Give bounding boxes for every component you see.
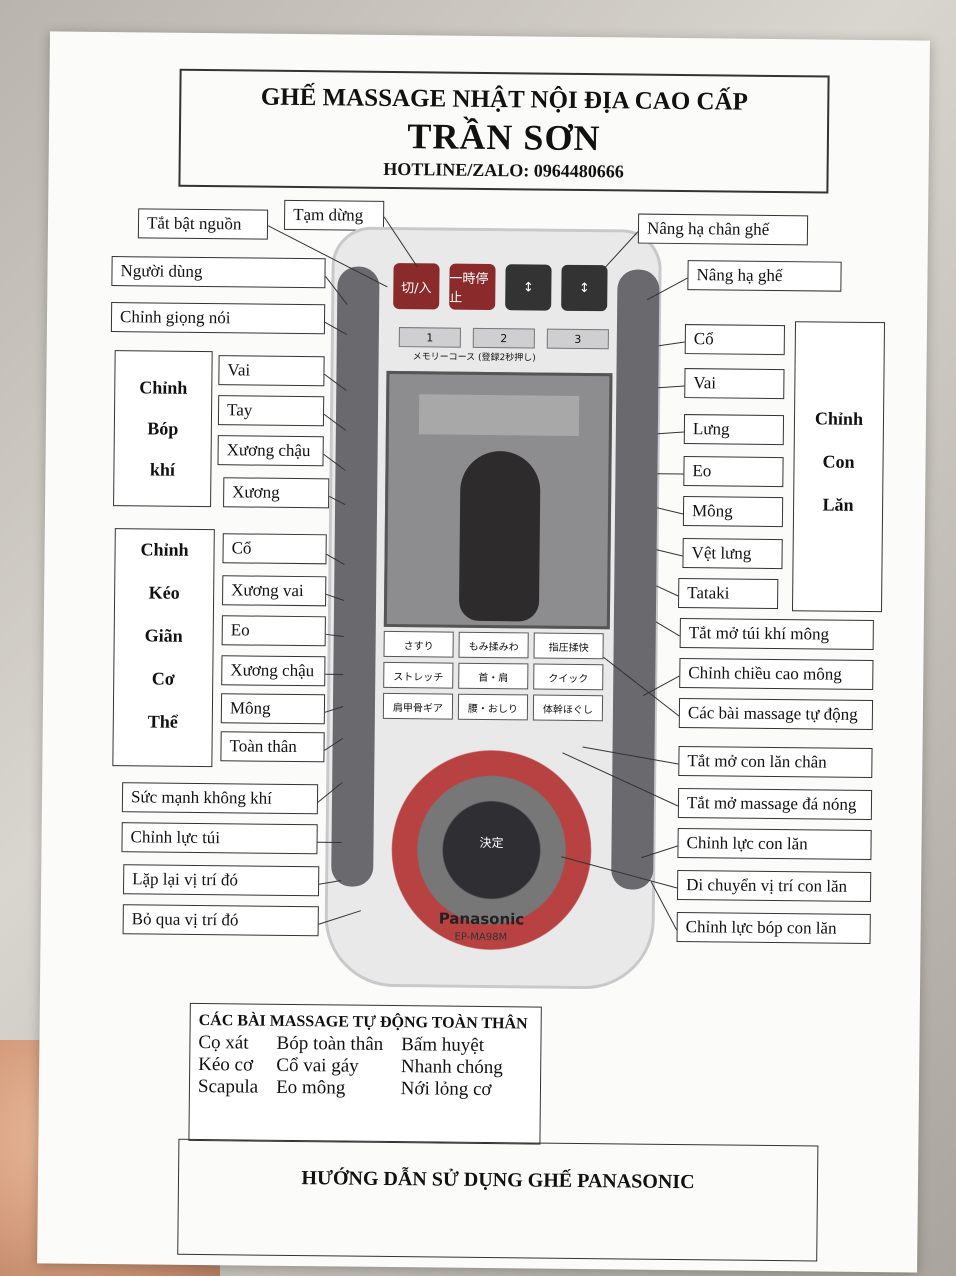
group-stretch-title-line: Chỉnh	[140, 539, 189, 560]
memory-buttons: 1 2 3	[398, 327, 609, 350]
stretch-item: Xương vai	[222, 575, 327, 606]
label-roller-squeeze: Chỉnh lực bóp con lăn	[676, 912, 871, 944]
seat-lift-button[interactable]: ↕	[561, 264, 608, 312]
label-bag-force: Chỉnh lực túi	[121, 822, 318, 854]
label-leg-lift: Nâng hạ chân ghế	[637, 213, 809, 245]
roller-item: Cổ	[684, 324, 785, 355]
air-item: Vai	[218, 355, 325, 386]
air-item: Xương	[223, 477, 330, 508]
program-key[interactable]: 腰・おしり	[457, 693, 529, 721]
roller-item: Mông	[682, 496, 784, 527]
footer-box: HƯỚNG DẪN SỬ DỤNG GHẾ PANASONIC	[177, 1138, 819, 1262]
auto-program: Bóp toàn thân	[276, 1032, 384, 1055]
label-hip-airbag: Tắt mở túi khí mông	[679, 618, 874, 650]
group-air-title-line: Bóp	[147, 418, 179, 439]
stretch-item: Mông	[220, 693, 326, 724]
program-key[interactable]: さすり	[383, 630, 454, 658]
label-voice: Chỉnh giọng nói	[110, 302, 326, 334]
label-hot-stone: Tắt mở massage đá nóng	[677, 788, 873, 820]
label-skip-position: Bỏ qua vị trí đó	[122, 904, 319, 936]
group-stretch-title-line: Thể	[147, 711, 178, 732]
memory-caption: メモリーコース (登録2秒押し)	[412, 352, 536, 364]
air-item: Tay	[217, 395, 325, 426]
program-key[interactable]: 首・肩	[458, 662, 529, 690]
label-roller-move: Di chuyển vị trí con lăn	[676, 870, 872, 902]
group-stretch-title: Chỉnh Kéo Giãn Cơ Thể	[112, 528, 215, 768]
auto-program: Cổ vai gáy	[276, 1054, 359, 1077]
auto-col-1: Cọ xát Kéo cơ Scapula	[198, 1032, 259, 1098]
label-foot-roller: Tắt mở con lăn chân	[678, 746, 873, 778]
group-stretch-title-line: Cơ	[151, 668, 175, 689]
body-figure	[458, 450, 541, 622]
auto-program: Eo mông	[276, 1076, 346, 1099]
header-box: GHẾ MASSAGE NHẬT NỘI ĐỊA CAO CẤP TRẦN SƠ…	[178, 68, 830, 194]
auto-program: Scapula	[197, 1075, 259, 1098]
auto-program: Nhanh chóng	[400, 1055, 503, 1079]
auto-programs-box: CÁC BÀI MASSAGE TỰ ĐỘNG TOÀN THÂN Cọ xát…	[188, 1002, 542, 1145]
screen-display	[418, 394, 580, 436]
label-hip-height: Chỉnh chiều cao mông	[679, 658, 874, 690]
remote-right-strip	[611, 269, 660, 890]
auto-col-3: Bấm huyệt Nhanh chóng Nới lỏng cơ	[401, 1034, 504, 1101]
group-air-title-line: khí	[149, 459, 176, 480]
group-stretch-title-line: Kéo	[148, 582, 180, 603]
pause-button[interactable]: 一時停止	[449, 263, 496, 311]
instruction-sheet: GHẾ MASSAGE NHẬT NỘI ĐỊA CAO CẤP TRẦN SƠ…	[37, 31, 930, 1273]
group-roller-title-line: Lăn	[822, 494, 854, 515]
group-roller-title: Chỉnh Con Lăn	[791, 321, 886, 613]
memory-button-1[interactable]: 1	[398, 327, 461, 348]
auto-col-2: Bóp toàn thân Cổ vai gáy Eo mông	[276, 1033, 383, 1100]
roller-item: Vai	[684, 368, 785, 399]
program-key[interactable]: もみ揉みわ	[458, 631, 529, 659]
auto-programs-title: CÁC BÀI MASSAGE TỰ ĐỘNG TOÀN THÂN	[198, 1012, 528, 1033]
remote-screen	[383, 370, 613, 630]
dial-center-label: 決定	[479, 835, 504, 851]
remote-left-strip	[331, 266, 380, 887]
label-auto-programs: Các bài massage tự động	[678, 698, 874, 730]
label-air-strength: Sức mạnh không khí	[121, 782, 319, 814]
label-seat-lift: Nâng hạ ghế	[687, 260, 842, 292]
program-keypad: さすり もみ揉みわ 指圧揉快 ストレッチ 首・肩 クイック 肩甲骨ギア 腰・おし…	[382, 630, 604, 722]
remote-top-buttons: 切/入 一時停止 ↕ ↕	[393, 263, 608, 312]
auto-program: Cọ xát	[198, 1032, 249, 1054]
label-user: Người dùng	[111, 256, 326, 288]
stretch-item: Eo	[221, 615, 326, 646]
label-roller-force: Chỉnh lực con lăn	[677, 828, 872, 860]
label-power: Tắt bật nguồn	[137, 208, 269, 240]
group-roller-title-line: Con	[822, 451, 855, 472]
roller-item: Tataki	[678, 578, 779, 609]
leg-lift-button[interactable]: ↕	[505, 264, 552, 311]
group-roller-title-line: Chỉnh	[814, 408, 864, 429]
header-line1: GHẾ MASSAGE NHẬT NỘI ĐỊA CAO CẤP	[260, 83, 749, 116]
roller-item: Lưng	[683, 414, 785, 445]
roller-item: Eo	[683, 456, 784, 487]
program-key[interactable]: クイック	[533, 663, 604, 691]
model-number: EP-MA98M	[454, 931, 508, 944]
group-air-title: Chỉnh Bóp khí	[113, 350, 213, 508]
program-key[interactable]: 肩甲骨ギア	[382, 692, 454, 720]
power-button[interactable]: 切/入	[393, 263, 440, 310]
auto-programs-columns: Cọ xát Kéo cơ Scapula Bóp toàn thân Cổ v…	[198, 1032, 533, 1101]
footer-title: HƯỚNG DẪN SỬ DỤNG GHẾ PANASONIC	[301, 1167, 695, 1194]
stretch-item: Xương chậu	[221, 655, 326, 686]
hotline: HOTLINE/ZALO: 0964480666	[383, 158, 624, 182]
label-repeat-position: Lặp lại vị trí đó	[122, 864, 320, 896]
auto-program: Nới lỏng cơ	[400, 1077, 492, 1100]
auto-program: Bấm huyệt	[401, 1034, 485, 1056]
group-air-title-line: Chỉnh	[139, 377, 188, 398]
air-item: Xương chậu	[217, 435, 324, 466]
shop-name: TRẦN SƠN	[407, 116, 601, 159]
brand-logo: Panasonic	[438, 909, 525, 929]
memory-button-2[interactable]: 2	[472, 327, 535, 349]
program-key[interactable]: 体幹ほぐし	[532, 694, 604, 722]
program-key[interactable]: 指圧揉快	[533, 632, 604, 660]
group-stretch-title-line: Giãn	[144, 625, 183, 646]
auto-program: Kéo cơ	[198, 1053, 254, 1076]
memory-button-3[interactable]: 3	[546, 328, 609, 350]
program-key[interactable]: ストレッチ	[383, 661, 454, 689]
stretch-item: Cổ	[222, 533, 327, 564]
stretch-item: Toàn thân	[220, 731, 325, 762]
roller-item: Vệt lưng	[682, 538, 783, 569]
